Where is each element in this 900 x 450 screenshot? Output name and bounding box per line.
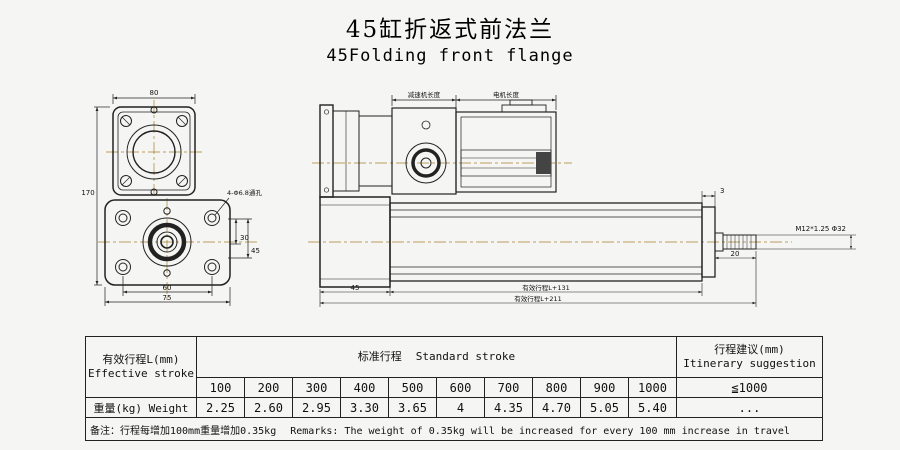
dim-75-label: 75 [163, 294, 172, 302]
stroke-cell: 800 [531, 377, 581, 398]
weight-cell: 2.95 [291, 397, 341, 418]
dim-cap-3-label: 3 [720, 187, 724, 195]
dim-60-75 [104, 276, 231, 306]
stroke-cell: 300 [291, 377, 341, 398]
dim-rod-20-label: 20 [731, 250, 740, 258]
dim-30-45 [228, 218, 252, 259]
dim-stroke-lines [319, 283, 756, 307]
dim-rod-thread [725, 234, 856, 250]
motor-length-label: 电机长度 [493, 90, 520, 99]
weight-cell: 4.35 [483, 397, 533, 418]
weight-cell: 3.30 [339, 397, 389, 418]
weight-cell: 3.65 [387, 397, 437, 418]
stroke-cell: 900 [579, 377, 629, 398]
dim-170-label: 170 [81, 189, 94, 197]
effective-stroke-cn: 有效行程L(mm) [102, 352, 180, 366]
suggestion-en: Itinerary suggestion [683, 357, 816, 370]
dim-30-label: 30 [240, 234, 249, 242]
weight-cell: 5.40 [627, 397, 677, 418]
spec-table: 有效行程L(mm) Effective stroke 标准行程 Standard … [85, 336, 823, 441]
suggestion-value-cell: ≦1000 [675, 377, 823, 398]
weight-cell: 4.70 [531, 397, 581, 418]
stroke-cell: 1000 [627, 377, 677, 398]
weight-label-cell: 重量(kg) Weight [85, 397, 197, 418]
dim-170 [94, 106, 110, 286]
weight-cell: 5.05 [579, 397, 629, 418]
hole-callout-label: 4-Φ6.8通孔 [227, 188, 262, 197]
weight-row: 重量(kg) Weight 2.25 2.60 2.95 3.30 3.65 4… [85, 397, 823, 418]
page-title-chinese: 45缸折返式前法兰 [345, 17, 555, 43]
dim-cap-3 [701, 191, 716, 207]
cylinder-view [308, 196, 792, 288]
hole-callout-leader [214, 197, 230, 216]
dim-80 [112, 94, 196, 104]
stroke-cell: 700 [483, 377, 533, 398]
stroke-value-row: 100 200 300 400 500 600 700 800 900 1000… [86, 377, 823, 398]
remark-cn: 备注：行程每增加100mm重量增加0.35kg [90, 425, 277, 437]
dim-motor-lengths [391, 95, 557, 110]
standard-stroke-cn: 标准行程 [357, 349, 402, 363]
table-header-row: 有效行程L(mm) Effective stroke 标准行程 Standard … [85, 336, 823, 398]
dim-stroke-131-label: 有效行程L+131 [522, 283, 569, 292]
dim-stroke-211-label: 有效行程L+211 [514, 294, 561, 303]
front-flange-view [106, 100, 203, 199]
remark-cell: 备注：行程每增加100mm重量增加0.35kg Remarks: The weig… [85, 417, 823, 441]
dim-left-45-label: 45 [351, 284, 360, 292]
standard-stroke-en: Standard stroke [415, 349, 516, 363]
suggestion-header-cell: 行程建议(mm) Itinerary suggestion [675, 336, 823, 378]
stroke-cell: 500 [387, 377, 437, 398]
stroke-cell: 100 [195, 377, 245, 398]
weight-suggestion-cell: ... [675, 397, 823, 418]
dim-45-label: 45 [251, 247, 260, 255]
weight-cell: 2.25 [195, 397, 245, 418]
effective-stroke-header-cell: 有效行程L(mm) Effective stroke [85, 336, 197, 398]
dim-60-label: 60 [163, 284, 172, 292]
remark-row: 备注：行程每增加100mm重量增加0.35kg Remarks: The weig… [85, 417, 823, 441]
dim-rod-20 [714, 251, 757, 307]
standard-stroke-header-cell: 标准行程 Standard stroke [195, 336, 677, 378]
suggestion-cn: 行程建议(mm) [714, 342, 785, 356]
remark-en: Remarks: The weight of 0.35kg will be in… [290, 425, 790, 437]
page-header: 45缸折返式前法兰 45Folding front flange [0, 0, 900, 66]
stroke-cell: 400 [339, 377, 389, 398]
page-title-english: 45Folding front flange [326, 46, 574, 66]
weight-cell: 4 [435, 397, 485, 418]
weight-cell: 2.60 [243, 397, 293, 418]
stroke-cell: 200 [243, 377, 293, 398]
bottom-flange-view [98, 198, 258, 300]
dim-80-label: 80 [150, 89, 159, 97]
rod-thread-label: M12*1.25 Φ32 [795, 225, 846, 233]
motor-assembly-view [312, 99, 572, 198]
stroke-cell: 600 [435, 377, 485, 398]
reducer-length-label: 减速机长度 [408, 90, 441, 99]
effective-stroke-en: Effective stroke [88, 367, 194, 380]
